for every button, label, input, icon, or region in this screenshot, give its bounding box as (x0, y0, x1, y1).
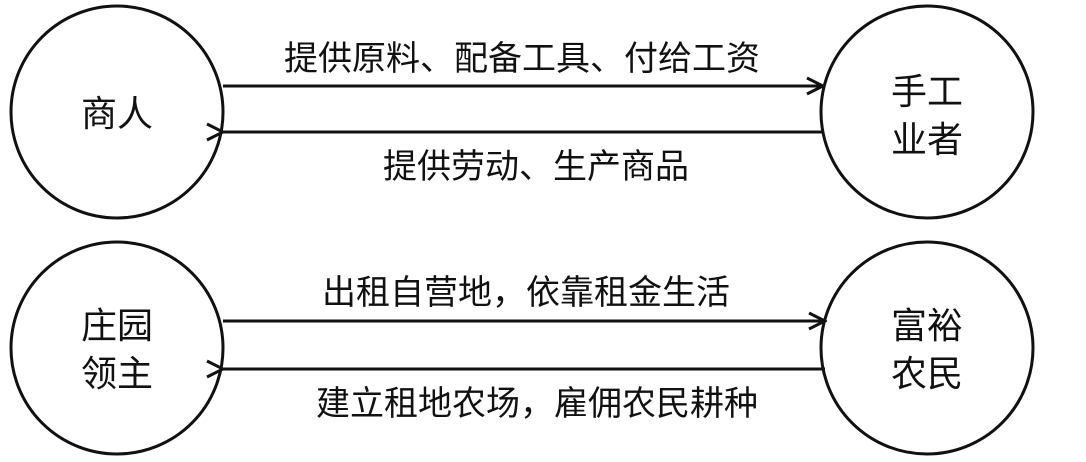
rich-farmer-node-circle (819, 240, 1035, 456)
artisan-node-label-line1: 手工 (891, 72, 963, 113)
manor-lord-node-label-line1: 庄园 (81, 306, 153, 347)
rich-farmer-node-label-line1: 富裕 (891, 306, 963, 347)
merchant-node-label: 商人 (81, 94, 153, 135)
top-relationship-group: 商人 手工 业者 提供原料、配备工具、付给工资 提供劳动、生产商品 (9, 4, 1035, 220)
manor-lord-node-circle (9, 240, 225, 456)
rich-farmer-node-label-line2: 农民 (891, 354, 963, 395)
artisan-node-circle (819, 4, 1035, 220)
artisan-node-label-line2: 业者 (891, 120, 963, 161)
lord-to-farmer-label: 出租自营地，依靠租金生活 (322, 273, 730, 313)
farmer-to-lord-label: 建立租地农场，雇佣农民耕种 (316, 384, 758, 424)
manor-lord-node-label-line2: 领主 (81, 354, 153, 395)
artisan-to-merchant-label: 提供劳动、生产商品 (383, 147, 689, 187)
merchant-to-artisan-label: 提供原料、配备工具、付给工资 (284, 39, 760, 79)
merchant-node-circle (9, 4, 225, 220)
bottom-relationship-group: 庄园 领主 富裕 农民 出租自营地，依靠租金生活 建立租地农场，雇佣农民耕种 (9, 240, 1035, 456)
